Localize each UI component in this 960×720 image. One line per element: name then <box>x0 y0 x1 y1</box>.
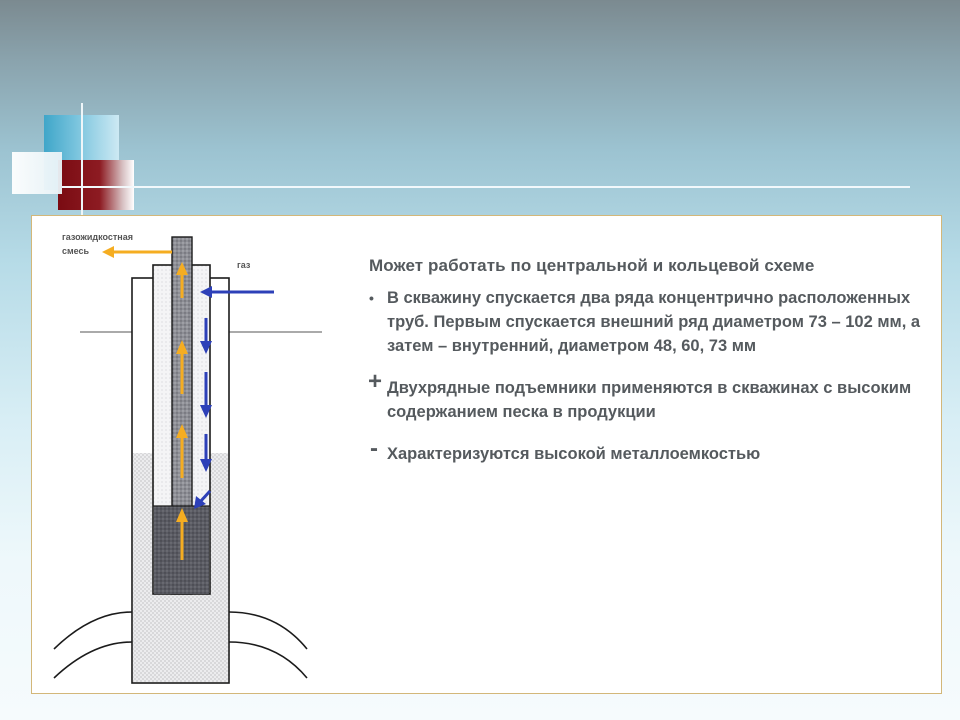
outlet-label-line2: смесь <box>62 246 90 256</box>
ground-curve-right <box>228 611 308 650</box>
bullet-mark: • <box>369 290 374 306</box>
down-arrow <box>200 434 212 472</box>
advantage-text: Двухрядные подъемники применяются в сква… <box>387 379 912 421</box>
bullet-paragraph: • В скважину спускается два ряда концент… <box>369 286 929 358</box>
disadvantage-text: Характеризуются высокой металлоемкостью <box>387 445 761 463</box>
gas-inlet-arrow-head <box>200 286 212 298</box>
title-divider-line <box>62 186 910 188</box>
down-arrow <box>200 372 212 418</box>
dual-lift-well-diagram: газожидкостная смесь газ <box>53 232 322 684</box>
up-arrows <box>176 262 188 560</box>
decor-red-square <box>58 160 134 210</box>
decor-vertical-line <box>81 103 83 215</box>
disadvantage-paragraph: - Характеризуются высокой металлоемкость… <box>369 437 929 466</box>
ground-curve-right-lower <box>228 641 308 679</box>
content-panel: газожидкостная смесь газ Может работать … <box>31 215 942 694</box>
down-arrow <box>200 318 212 354</box>
plus-mark: + <box>368 368 383 395</box>
text-block: Может работать по центральной и кольцево… <box>368 256 929 466</box>
section-heading: Может работать по центральной и кольцево… <box>369 256 815 275</box>
up-arrow <box>176 424 188 478</box>
minus-mark: - <box>370 435 378 462</box>
gas-label: газ <box>237 260 251 270</box>
outlet-label-line1: газожидкостная <box>62 232 133 242</box>
bullet-text: В скважину спускается два ряда концентри… <box>387 289 921 355</box>
down-arrows <box>194 318 212 509</box>
ground-curve-left-lower <box>53 641 133 679</box>
decor-white-square <box>12 152 62 194</box>
up-arrow <box>176 340 188 394</box>
down-arrow-diagonal <box>194 489 212 509</box>
ground-curve-left <box>53 611 133 650</box>
outlet-arrow-head <box>102 246 114 258</box>
up-arrow <box>176 262 188 298</box>
advantage-paragraph: + Двухрядные подъемники применяются в ск… <box>368 370 929 424</box>
up-arrow <box>176 508 188 560</box>
